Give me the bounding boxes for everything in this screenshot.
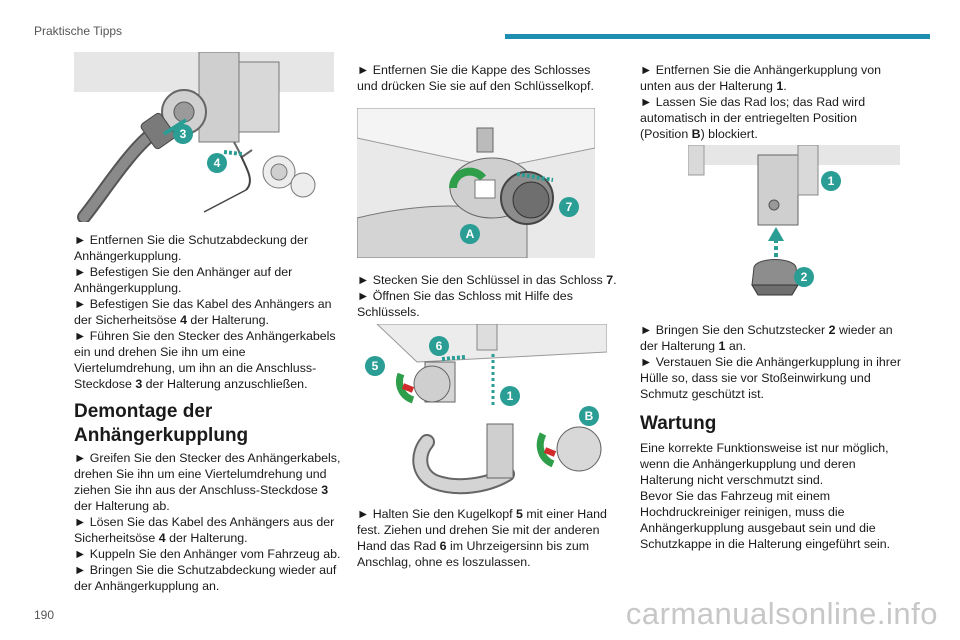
callout-badge: A xyxy=(460,224,480,244)
watermark: carmanualsonline.info xyxy=(625,596,938,631)
figure-lock-key: 7 A xyxy=(357,108,595,258)
figure-unlock-wheel: 6 5 1 B xyxy=(357,324,607,496)
paragraph-remove-cap: ► Entfernen Sie die Kappe des Schlosses … xyxy=(357,63,594,93)
callout-badge: 7 xyxy=(559,197,579,217)
callout-badge: 6 xyxy=(429,336,449,356)
heading-maintenance: Wartung xyxy=(640,413,717,434)
callout-badge: 5 xyxy=(365,356,385,376)
page-number: 190 xyxy=(34,608,55,622)
section-title: Praktische Tipps xyxy=(34,24,123,38)
paragraph-hold-ball: ► Halten Sie den Kugelkopf 5 mit einer H… xyxy=(357,507,607,569)
figure-tow-ball-socket: 3 4 xyxy=(74,52,334,222)
paragraph-remove-coupling: ► Entfernen Sie die Anhängerkupplung von… xyxy=(640,63,881,141)
paragraph-disassembly: ► Greifen Sie den Stecker des Anhängerka… xyxy=(74,451,341,593)
paragraph-maintenance: Eine korrekte Funktionsweise ist nur mög… xyxy=(640,441,891,551)
callout-badge: 1 xyxy=(500,386,520,406)
callout-badge: 1 xyxy=(821,171,841,191)
callout-badge: 2 xyxy=(794,267,814,287)
paragraph-attach-trailer: ► Entfernen Sie die Schutzabdeckung der … xyxy=(74,233,336,391)
callout-badge: 3 xyxy=(173,124,193,144)
paragraph-insert-key: ► Stecken Sie den Schlüssel in das Schlo… xyxy=(357,273,617,319)
callout-badge: 4 xyxy=(207,153,227,173)
figure-protective-plug: 1 2 xyxy=(688,145,900,307)
paragraph-protective-plug: ► Bringen Sie den Schutzstecker 2 wieder… xyxy=(640,323,901,401)
header-accent-bar xyxy=(505,34,930,39)
heading-disassembly: Demontage der Anhängerkupplung xyxy=(74,401,249,446)
callout-badge: B xyxy=(579,406,599,426)
